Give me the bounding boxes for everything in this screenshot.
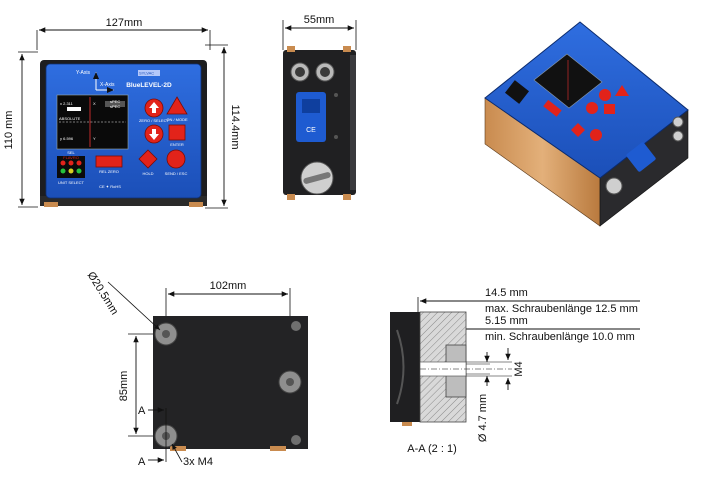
display-x-badge: X: [93, 101, 96, 106]
display-mode: ABSOLUTE: [59, 116, 81, 121]
dim2-value: 5.15 mm: [485, 315, 528, 327]
red-indicator-icon: [60, 160, 66, 166]
status-panel-label: FLAVRO: [63, 155, 79, 160]
red-indicator-icon: [68, 160, 74, 166]
hold-button[interactable]: [138, 149, 158, 169]
display-y-badge: Y: [93, 136, 96, 141]
enter-label: ENTER: [170, 142, 184, 147]
send-esc-label: SEND / ESC: [165, 171, 188, 176]
red-indicator-icon: [76, 160, 82, 166]
y-axis-label: Y-Axis: [76, 70, 90, 76]
display-unit-bottom: sPEC: [110, 104, 120, 109]
brand-label: SYLVAC: [139, 71, 154, 76]
yellow-indicator-icon: [68, 168, 74, 174]
dim2-note: min. Schraubenlänge 10.0 mm: [485, 331, 635, 343]
display-unit-top: sPEC: [110, 99, 120, 104]
front-height-left-label: 110 mm: [3, 111, 15, 150]
dim1-value: 14.5 mm: [485, 287, 528, 299]
green-indicator-icon: [60, 168, 66, 174]
brand-logo: [138, 70, 160, 76]
section-diameter-label: Ø 4.7 mm: [477, 394, 489, 442]
thread-count-label: 3x M4: [183, 456, 213, 468]
section-marker-top: A: [138, 405, 146, 417]
on-mode-button[interactable]: [166, 96, 188, 115]
on-mode-label: ON / MODE: [166, 117, 188, 122]
status-panel-title: SEL: [67, 150, 75, 155]
product-name: BlueLEVEL-2D: [126, 82, 172, 89]
bottom-height-label: 85mm: [118, 371, 130, 402]
section-view: [390, 297, 640, 426]
front-height-right-label: 114.4mm: [229, 104, 241, 149]
rel-zero-label: REL ZERO: [99, 169, 119, 174]
hold-label: HOLD: [142, 171, 153, 176]
rel-zero-button[interactable]: [95, 155, 123, 168]
side-view: CE: [282, 20, 357, 200]
green-indicator-icon: [76, 168, 82, 174]
display-x-value: x 2.311: [60, 101, 74, 106]
product-photo: [484, 21, 689, 227]
front-view: [18, 27, 228, 209]
x-axis-label: X-Axis: [100, 82, 115, 88]
svg-text:CE: CE: [306, 127, 316, 134]
display-y-value: y 6.596: [60, 136, 74, 141]
side-width-label: 55mm: [304, 14, 335, 26]
enter-button[interactable]: [168, 124, 186, 141]
status-panel-sub: UNIT SELECT: [58, 180, 84, 185]
diameter-leader-line: [107, 281, 161, 331]
front-footer: CE ✦ RoHS: [99, 184, 121, 189]
section-thread-label: M4: [513, 361, 525, 376]
zero-select-label: ZERO / SELECT: [139, 118, 170, 123]
section-caption: A-A (2 : 1): [407, 443, 457, 455]
bottom-view: [107, 281, 308, 463]
diameter-label: Ø20.5mm: [85, 270, 121, 317]
dim1-note: max. Schraubenlänge 12.5 mm: [485, 303, 638, 315]
section-marker-bottom: A: [138, 456, 146, 468]
bottom-width-label: 102mm: [210, 280, 247, 292]
front-width-label: 127mm: [106, 17, 143, 29]
send-esc-button[interactable]: [166, 149, 186, 169]
